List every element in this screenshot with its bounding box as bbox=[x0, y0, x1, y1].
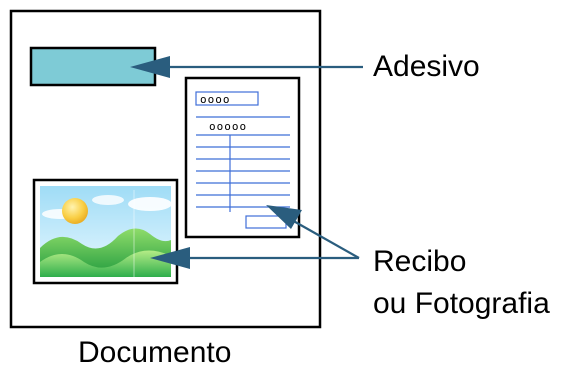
receipt-code-long: ooooo bbox=[209, 120, 247, 133]
label-ou-fotografia: ou Fotografia bbox=[373, 287, 550, 320]
receipt-code-short: oooo bbox=[200, 93, 231, 106]
label-documento: Documento bbox=[78, 336, 232, 369]
cloud-icon bbox=[128, 197, 172, 211]
arrow-receipt-line bbox=[289, 218, 360, 259]
arrows bbox=[130, 56, 363, 269]
cloud-icon bbox=[92, 195, 124, 205]
arrow-photo-head bbox=[150, 247, 190, 269]
sun-icon bbox=[62, 198, 88, 224]
photo-illustration bbox=[32, 178, 179, 285]
receipt-lines bbox=[196, 116, 290, 212]
arrow-receipt-head bbox=[266, 205, 302, 229]
receipt-code-box bbox=[195, 91, 259, 106]
hills-front bbox=[40, 250, 171, 277]
label-adesivo: Adesivo bbox=[373, 50, 480, 83]
arrow-adesivo-head bbox=[130, 56, 170, 78]
label-recibo: Recibo bbox=[373, 245, 467, 278]
